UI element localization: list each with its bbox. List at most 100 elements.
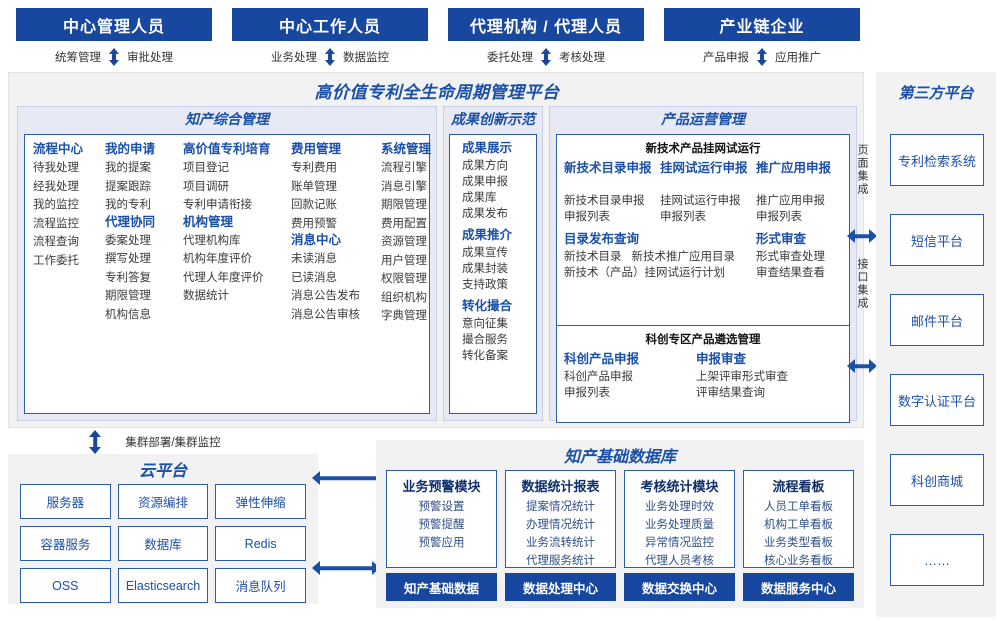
section-head-消息中心[interactable]: 消息中心 (291, 233, 342, 247)
menu-item-字典管理[interactable]: 字典管理 (381, 310, 427, 322)
db-item-预警提醒[interactable]: 预警提醒 (418, 519, 465, 531)
menu-item-已读消息[interactable]: 已读消息 (291, 271, 337, 284)
section-head-形式审查[interactable]: 形式审查 (756, 232, 807, 246)
menu-item-申报列表[interactable]: 申报列表 (756, 211, 802, 223)
cloud-cell-OSS[interactable]: OSS (20, 568, 111, 603)
menu-item-消息公告发布[interactable]: 消息公告发布 (291, 290, 360, 302)
menu-item-工作委托[interactable]: 工作委托 (33, 254, 79, 267)
section-head-我的申请[interactable]: 我的申请 (105, 142, 156, 156)
menu-item-我的提案[interactable]: 我的提案 (105, 162, 151, 174)
cloud-cell-Redis[interactable]: Redis (215, 526, 306, 561)
role-bar-3[interactable]: 产业链企业 (664, 8, 860, 41)
menu-item-新技术（产品）挂网试运行计划[interactable]: 新技术（产品）挂网试运行计划 (564, 267, 725, 279)
menu-item-转化备案[interactable]: 转化备案 (462, 350, 508, 362)
section-head-新技术目录申报[interactable]: 新技术目录申报 (564, 161, 652, 175)
role-bar-2[interactable]: 代理机构 / 代理人员 (448, 8, 644, 41)
menu-item-专利申请衔接[interactable]: 专利申请衔接 (183, 199, 252, 211)
role-bar-0[interactable]: 中心管理人员 (16, 8, 212, 41)
menu-item-成果发布[interactable]: 成果发布 (462, 208, 508, 220)
menu-item-申报列表[interactable]: 申报列表 (564, 387, 610, 399)
section-head-目录发布查询[interactable]: 目录发布查询 (564, 232, 640, 246)
section-head-成果推介[interactable]: 成果推介 (462, 228, 513, 242)
section-head-系统管理[interactable]: 系统管理 (381, 142, 432, 156)
third-party-card-1[interactable]: 短信平台 (890, 214, 984, 266)
section-head-高价值专利培育[interactable]: 高价值专利培育 (183, 142, 271, 156)
db-item-异常情况监控[interactable]: 异常情况监控 (645, 537, 714, 549)
db-footer-数据服务中心[interactable]: 数据服务中心 (743, 573, 854, 601)
menu-item-回款记账[interactable]: 回款记账 (291, 199, 337, 211)
menu-item-新技术目录申报[interactable]: 新技术目录申报 (564, 195, 645, 207)
section-head-推广应用申报[interactable]: 推广应用申报 (756, 161, 832, 175)
menu-item-挂网试运行申报[interactable]: 挂网试运行申报 (660, 195, 741, 207)
menu-item-评审结果查询[interactable]: 评审结果查询 (696, 387, 765, 399)
db-item-机构工单看板[interactable]: 机构工单看板 (764, 519, 833, 531)
cloud-cell-弹性伸缩[interactable]: 弹性伸缩 (215, 484, 306, 519)
db-footer-数据交换中心[interactable]: 数据交换中心 (624, 573, 735, 601)
menu-item-用户管理[interactable]: 用户管理 (381, 254, 427, 267)
menu-item-成果申报[interactable]: 成果申报 (462, 176, 508, 188)
section-head-代理协同[interactable]: 代理协同 (105, 214, 156, 229)
db-item-业务处理时效[interactable]: 业务处理时效 (645, 501, 714, 513)
menu-item-支持政策[interactable]: 支持政策 (462, 279, 508, 291)
db-item-办理情况统计[interactable]: 办理情况统计 (526, 519, 595, 531)
cloud-cell-数据库[interactable]: 数据库 (117, 526, 209, 561)
db-item-人员工单看板[interactable]: 人员工单看板 (764, 501, 833, 513)
menu-item-上架评审形式审查[interactable]: 上架评审形式审查 (696, 371, 788, 383)
menu-item-成果封装[interactable]: 成果封装 (462, 263, 508, 275)
menu-item-新技术推广应用目录[interactable]: 新技术推广应用目录 (631, 251, 736, 263)
menu-item-成果宣传[interactable]: 成果宣传 (462, 247, 508, 259)
menu-item-账单管理[interactable]: 账单管理 (291, 180, 337, 193)
section-head-费用管理[interactable]: 费用管理 (291, 142, 342, 156)
db-item-提案情况统计[interactable]: 提案情况统计 (526, 501, 595, 513)
cloud-cell-资源编排[interactable]: 资源编排 (117, 484, 209, 519)
role-bar-1[interactable]: 中心工作人员 (232, 8, 428, 41)
menu-item-申报列表[interactable]: 申报列表 (660, 211, 706, 223)
menu-item-项目登记[interactable]: 项目登记 (183, 162, 229, 174)
third-party-card-5[interactable]: …… (890, 534, 984, 586)
menu-item-消息公告审核[interactable]: 消息公告审核 (291, 308, 360, 321)
menu-item-我的监控[interactable]: 我的监控 (33, 199, 79, 211)
menu-item-期限管理[interactable]: 期限管理 (381, 199, 427, 211)
menu-item-科创产品申报[interactable]: 科创产品申报 (564, 371, 633, 383)
menu-item-未读消息[interactable]: 未读消息 (291, 253, 337, 265)
menu-item-专利费用[interactable]: 专利费用 (291, 162, 337, 174)
menu-item-形式审查处理[interactable]: 形式审查处理 (756, 251, 825, 263)
section-head-转化撮合[interactable]: 转化撮合 (462, 299, 513, 313)
db-item-预警应用[interactable]: 预警应用 (418, 537, 465, 549)
cloud-cell-容器服务[interactable]: 容器服务 (20, 526, 111, 561)
db-footer-数据处理中心[interactable]: 数据处理中心 (505, 573, 616, 601)
menu-item-权限管理[interactable]: 权限管理 (381, 273, 427, 285)
menu-item-费用预警[interactable]: 费用预警 (291, 217, 337, 230)
db-item-代理服务统计[interactable]: 代理服务统计 (526, 555, 595, 567)
section-head-挂网试运行申报[interactable]: 挂网试运行申报 (660, 161, 748, 175)
menu-item-委案处理[interactable]: 委案处理 (105, 234, 151, 247)
menu-item-消息引擎[interactable]: 消息引擎 (381, 180, 427, 193)
menu-item-费用配置[interactable]: 费用配置 (381, 217, 427, 230)
db-item-业务类型看板[interactable]: 业务类型看板 (764, 537, 833, 549)
section-head-申报审查[interactable]: 申报审查 (696, 352, 747, 366)
menu-item-资源管理[interactable]: 资源管理 (381, 236, 427, 248)
menu-item-数据统计[interactable]: 数据统计 (183, 290, 229, 302)
db-footer-知产基础数据[interactable]: 知产基础数据 (386, 573, 497, 601)
menu-item-审查结果查看[interactable]: 审查结果查看 (756, 267, 825, 279)
menu-item-成果方向[interactable]: 成果方向 (462, 160, 508, 172)
menu-item-我的专利[interactable]: 我的专利 (105, 199, 151, 211)
menu-item-代理人年度评价[interactable]: 代理人年度评价 (183, 271, 264, 284)
menu-item-流程查询[interactable]: 流程查询 (33, 236, 79, 248)
db-item-核心业务看板[interactable]: 核心业务看板 (764, 555, 833, 567)
menu-item-组织机构[interactable]: 组织机构 (381, 291, 427, 304)
db-item-业务流转统计[interactable]: 业务流转统计 (526, 537, 595, 549)
menu-item-待我处理[interactable]: 待我处理 (33, 162, 79, 174)
third-party-card-2[interactable]: 邮件平台 (890, 294, 984, 346)
third-party-card-4[interactable]: 科创商城 (890, 454, 984, 506)
menu-item-机构年度评价[interactable]: 机构年度评价 (183, 253, 252, 265)
menu-item-新技术目录[interactable]: 新技术目录 (564, 251, 622, 263)
menu-item-流程监控[interactable]: 流程监控 (33, 217, 79, 230)
menu-item-申报列表[interactable]: 申报列表 (564, 211, 610, 223)
db-item-代理人员考核[interactable]: 代理人员考核 (645, 555, 714, 567)
menu-item-成果库[interactable]: 成果库 (462, 192, 497, 204)
menu-item-提案跟踪[interactable]: 提案跟踪 (105, 180, 151, 193)
menu-item-流程引擎[interactable]: 流程引擎 (381, 162, 427, 174)
menu-item-意向征集[interactable]: 意向征集 (462, 318, 508, 330)
db-item-预警设置[interactable]: 预警设置 (418, 501, 465, 513)
